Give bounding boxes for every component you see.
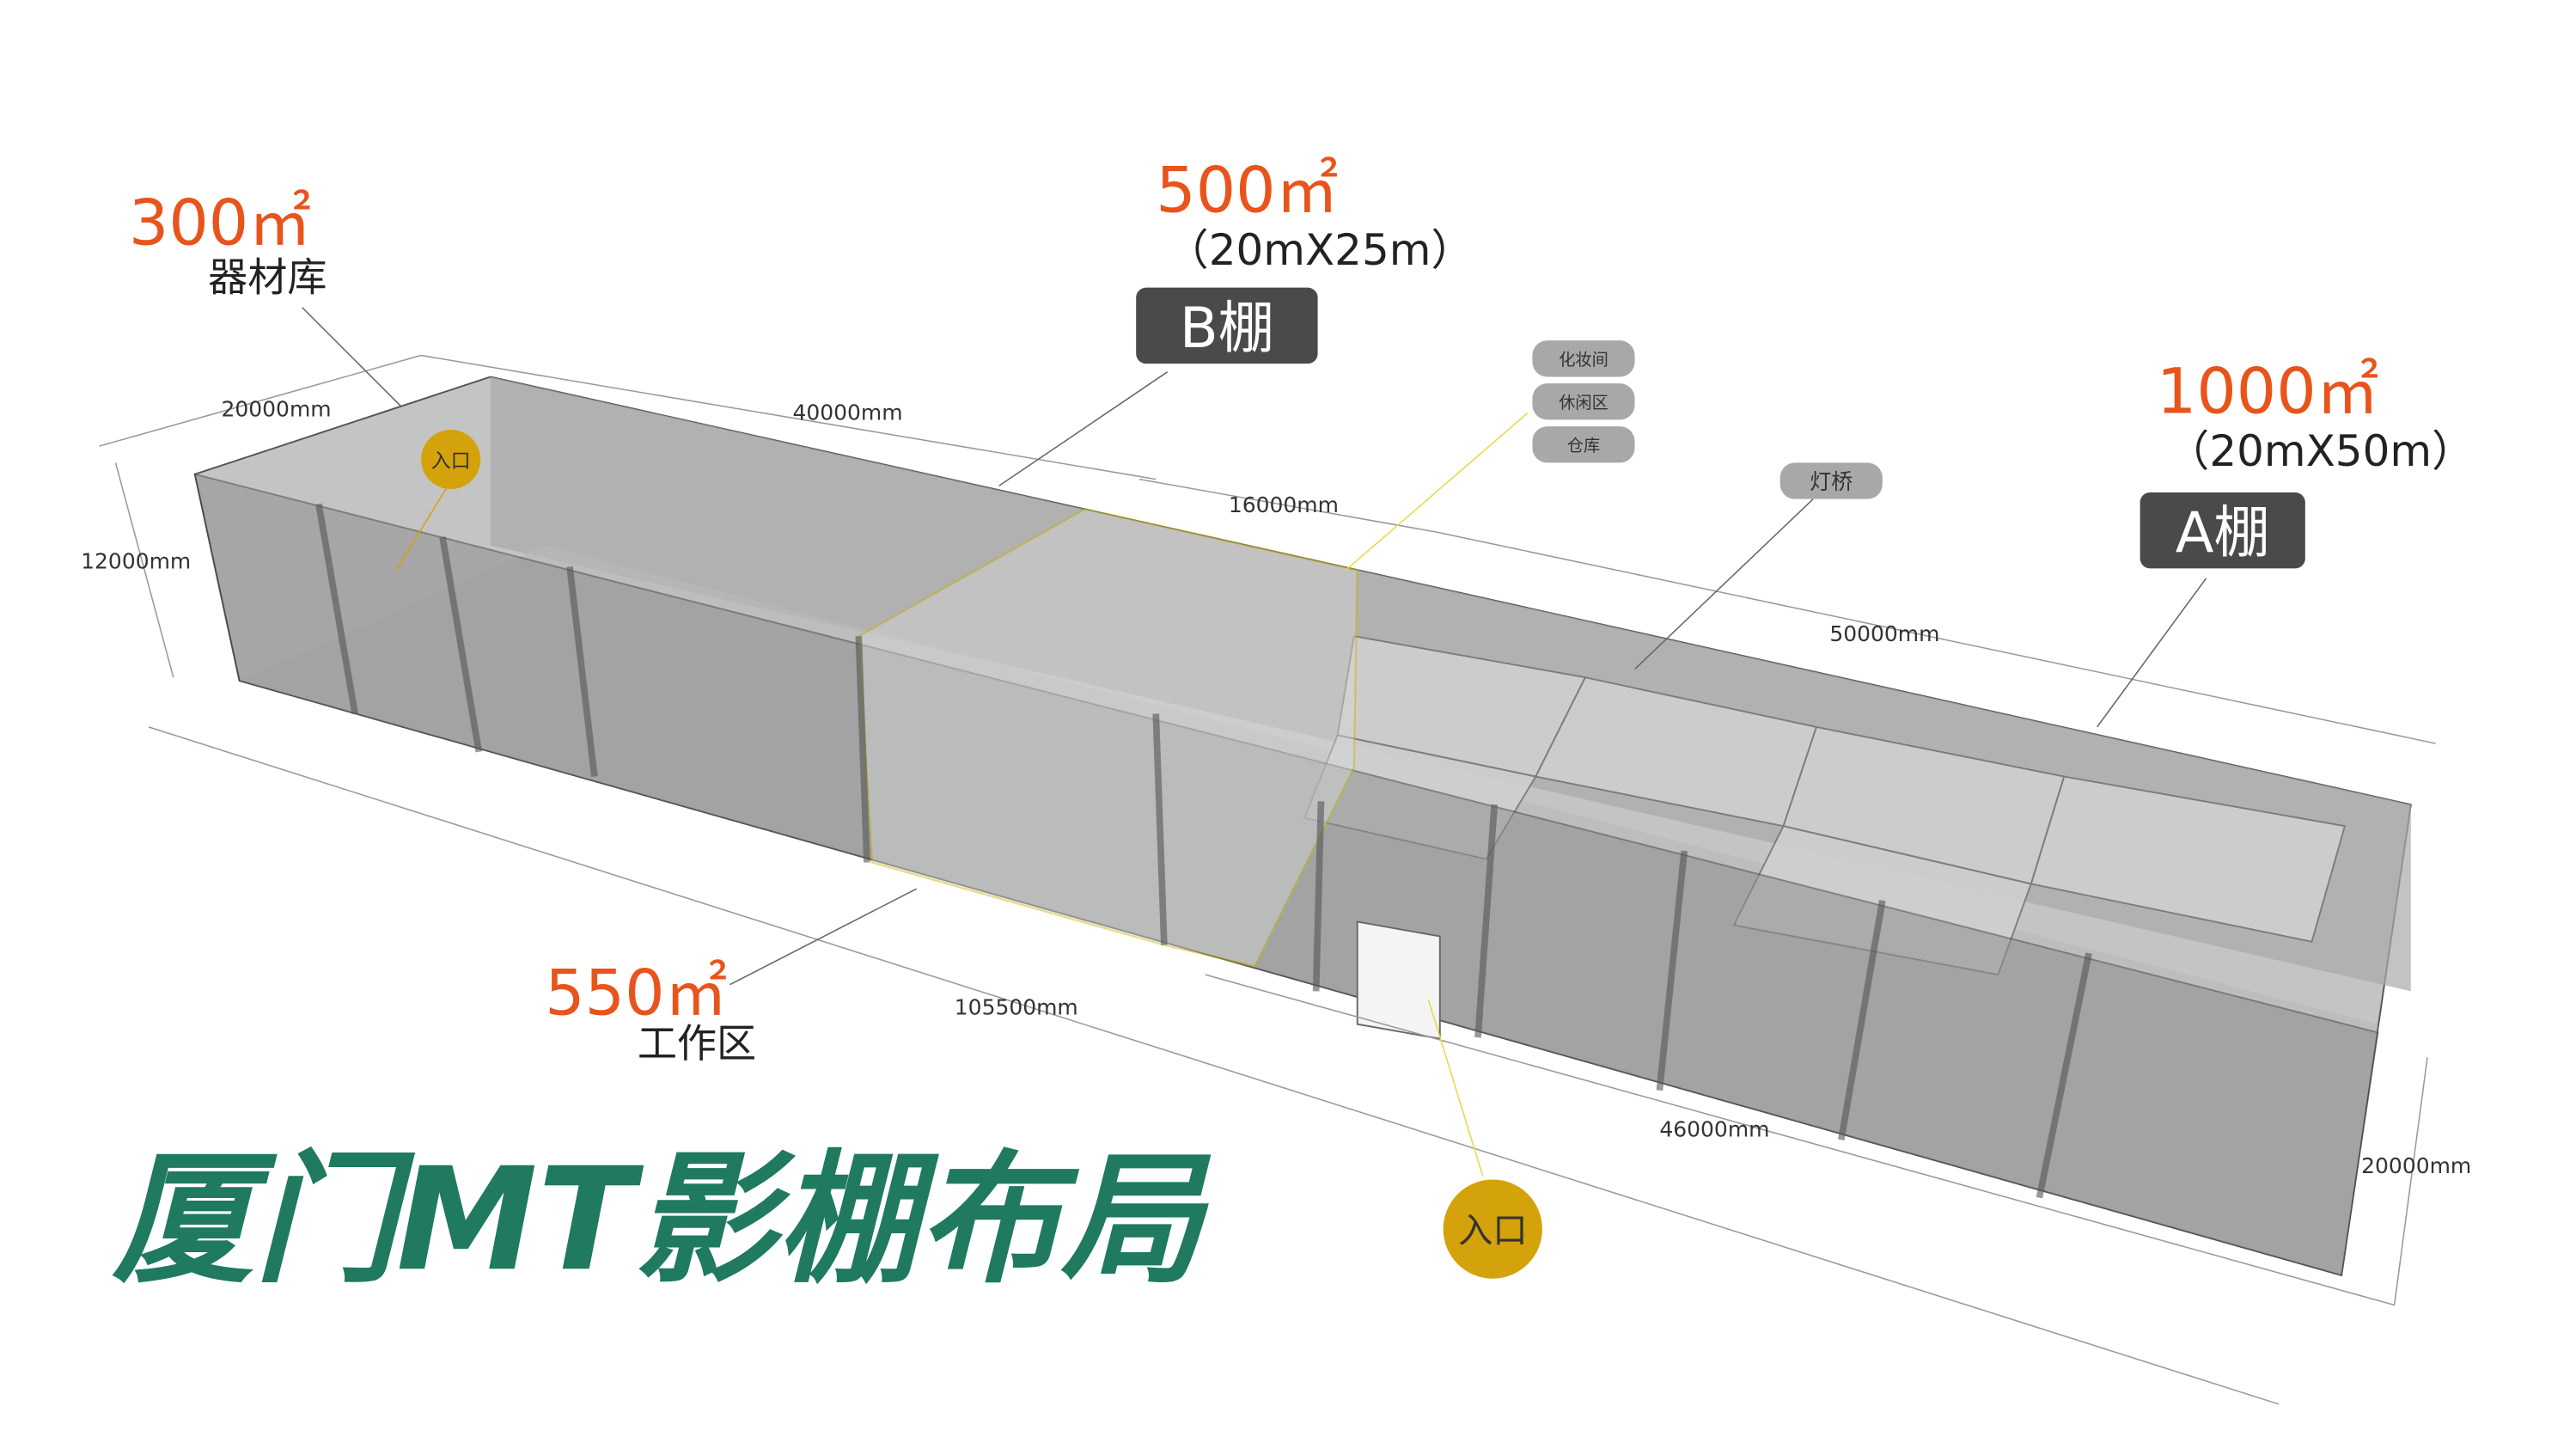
work-area-name: 工作区 xyxy=(638,1020,756,1067)
dim-front-length: 46000mm xyxy=(1659,1116,1769,1141)
page-title: 厦门MT影棚布局 xyxy=(112,1137,1212,1302)
dim-total-length: 105500mm xyxy=(955,994,1078,1019)
room-pill-storage: 仓库 xyxy=(1532,426,1635,463)
svg-text:入口: 入口 xyxy=(431,450,471,473)
work-area-size: 550㎡ xyxy=(545,957,727,1030)
light-bridge-pill: 灯桥 xyxy=(1779,462,1883,499)
svg-text:仓库: 仓库 xyxy=(1567,436,1600,455)
studio-a-badge: A棚 xyxy=(2140,492,2305,569)
studio-a-size: 1000㎡ xyxy=(2157,356,2379,429)
studio-a-badge-label: A棚 xyxy=(2176,500,2270,566)
building-model xyxy=(99,307,2436,1405)
svg-text:灯桥: 灯桥 xyxy=(1810,469,1853,494)
entrance-marker-main: 入口 xyxy=(1443,1179,1542,1279)
equipment-area-size: 300㎡ xyxy=(129,187,311,260)
dim-width-right: 20000mm xyxy=(2361,1153,2471,1178)
front-wall xyxy=(193,473,2379,1277)
dimension-lines xyxy=(99,354,2436,1405)
studio-b-box xyxy=(858,507,1358,968)
dim-height: 12000mm xyxy=(81,548,191,573)
entrance-door xyxy=(1356,920,1441,1040)
studio-a-dims: （20mX50m） xyxy=(2166,426,2475,476)
studio-b-dims: （20mX25m） xyxy=(1166,225,1474,275)
columns xyxy=(315,503,2092,1199)
dim-b-length: 16000mm xyxy=(1229,492,1339,517)
dim-width-left: 20000mm xyxy=(222,397,332,422)
leader-lines xyxy=(302,307,2207,1177)
studio-b-badge: B棚 xyxy=(1136,287,1318,364)
equipment-area-name: 器材库 xyxy=(208,254,327,301)
svg-text:休闲区: 休闲区 xyxy=(1559,393,1608,413)
svg-text:化妆间: 化妆间 xyxy=(1559,350,1608,370)
entrance-marker-small: 入口 xyxy=(421,429,481,490)
dim-length-left: 40000mm xyxy=(792,400,902,425)
studio-b-size: 500㎡ xyxy=(1156,154,1338,227)
studio-b-badge-label: B棚 xyxy=(1180,296,1274,361)
dim-a-length: 50000mm xyxy=(1829,621,1939,646)
svg-text:入口: 入口 xyxy=(1458,1210,1528,1250)
room-pill-lounge: 休闲区 xyxy=(1532,383,1635,420)
room-pill-makeup: 化妆间 xyxy=(1532,340,1635,377)
